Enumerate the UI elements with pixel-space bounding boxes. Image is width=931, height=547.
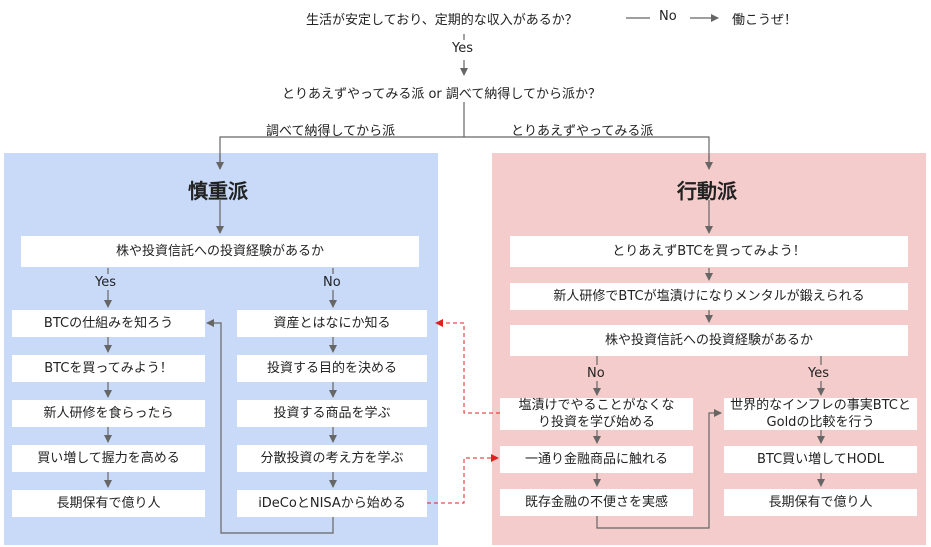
top-question: 生活が安定しており、定期的な収入があるか？ bbox=[306, 13, 578, 28]
top-yes-label: Yes bbox=[452, 41, 473, 56]
right-experience-question: 株や投資信託への投資経験があるか bbox=[510, 325, 908, 356]
right-no-step-2: 一通り金融商品に触れる bbox=[500, 446, 693, 473]
right-no-step-1: 塩漬けでやることがなくなり投資を学び始める bbox=[500, 398, 693, 430]
split-branches bbox=[219, 136, 710, 169]
branch-label-try: とりあえずやってみる派 bbox=[511, 124, 654, 139]
right-no-step-3: 既存金融の不便さを実感 bbox=[500, 489, 693, 516]
left-no-label: No bbox=[323, 275, 341, 290]
left-loop-arrow bbox=[206, 319, 334, 534]
left-no-step-5: iDeCoとNISAから始める bbox=[237, 490, 427, 517]
right-yes-step-3: 長期保有で億り人 bbox=[724, 489, 917, 516]
right-yes-step-1: 世界的なインフレの事実BTCとGoldの比較を行う bbox=[724, 398, 917, 430]
left-experience-question: 株や投資信託への投資経験があるか bbox=[21, 236, 419, 267]
left-no-step-3: 投資する商品を学ぶ bbox=[237, 400, 427, 427]
cautious-title: 慎重派 bbox=[188, 179, 248, 203]
left-yes-label: Yes bbox=[95, 275, 116, 290]
left-yes-step-5: 長期保有で億り人 bbox=[12, 490, 205, 517]
branch-label-research: 調べて納得してから派 bbox=[266, 124, 396, 139]
left-yes-step-3: 新人研修を食らったら bbox=[12, 400, 205, 427]
right-step-mental: 新人研修でBTCが塩漬けになりメンタルが鍛えられる bbox=[510, 283, 908, 310]
action-title: 行動派 bbox=[677, 179, 737, 203]
right-step-buy-btc: とりあえずBTCを買ってみよう！ bbox=[510, 236, 908, 267]
cross-link-products bbox=[427, 454, 499, 504]
left-no-step-2: 投資する目的を決める bbox=[237, 355, 427, 382]
left-yes-step-1: BTCの仕組みを知ろう bbox=[12, 310, 205, 337]
right-yes-step-2: BTC買い増してHODL bbox=[724, 446, 917, 473]
right-no-label: No bbox=[587, 366, 605, 381]
left-yes-step-2: BTCを買ってみよう！ bbox=[12, 355, 205, 382]
right-loop-arrow bbox=[596, 409, 722, 529]
left-no-step-4: 分散投資の考え方を学ぶ bbox=[237, 445, 427, 472]
left-yes-step-4: 買い増して握力を高める bbox=[12, 445, 205, 472]
top-no-label: No bbox=[659, 9, 677, 24]
right-yes-label: Yes bbox=[808, 366, 829, 381]
go-work-text: 働こうぜ！ bbox=[732, 13, 798, 28]
cross-link-learn bbox=[435, 319, 500, 414]
top-question-2: とりあえずやってみる派 or 調べて納得してから派か？ bbox=[282, 87, 602, 102]
left-no-step-1: 資産とはなにか知る bbox=[237, 310, 427, 337]
